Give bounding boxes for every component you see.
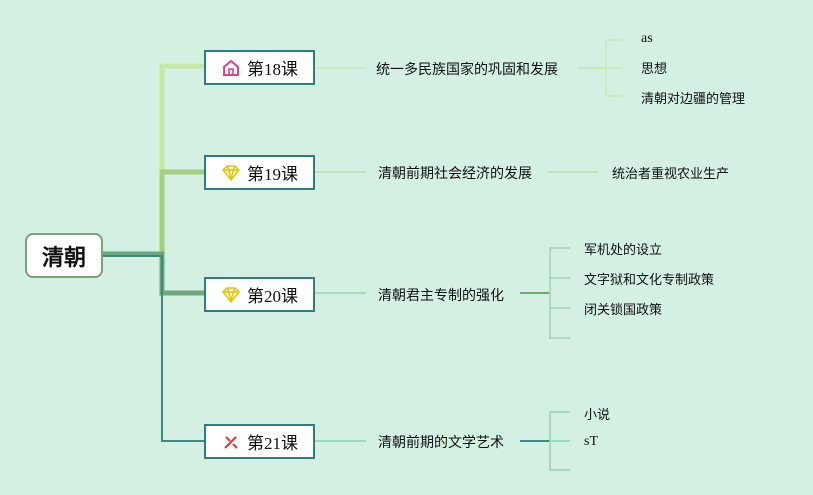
branch-20 [103,251,204,296]
branch-18 [103,63,204,257]
lesson-label: 第19课 [247,165,298,184]
lesson-node-20[interactable]: 第20课 [204,277,315,312]
item-18-2[interactable]: 思想 [641,61,668,77]
branch-21 [103,255,204,442]
lesson-label: 第18课 [247,60,298,79]
bracket-20 [549,247,570,339]
item-20-3[interactable]: 闭关锁国政策 [584,302,663,318]
bracket-21 [549,411,570,471]
topic-18[interactable]: 统一多民族国家的巩固和发展 [376,62,558,78]
diamond-icon [222,286,240,303]
topic-19[interactable]: 清朝前期社会经济的发展 [378,166,532,182]
item-18-1[interactable]: as [641,31,653,46]
item-20-2[interactable]: 文字狱和文化专制政策 [584,272,715,288]
lesson-node-18[interactable]: 第18课 [204,50,315,85]
branch-19 [103,169,204,257]
tools-icon [224,435,238,449]
lesson-node-21[interactable]: 第21课 [204,424,315,459]
topic-21[interactable]: 清朝前期的文学艺术 [378,435,504,451]
bracket-18 [605,39,622,97]
root-node[interactable]: 清朝 [25,233,103,278]
diamond-icon [222,164,240,181]
topic-20[interactable]: 清朝君主专制的强化 [378,288,504,304]
item-21-1[interactable]: 小说 [584,407,611,423]
lesson-label: 第20课 [247,287,298,306]
item-21-2[interactable]: sT [584,434,598,449]
item-18-3[interactable]: 清朝对边疆的管理 [641,91,746,107]
item-19-1[interactable]: 统治者重视农业生产 [612,166,730,182]
lesson-label: 第21课 [247,434,298,453]
item-20-1[interactable]: 军机处的设立 [584,242,663,258]
lesson-node-19[interactable]: 第19课 [204,155,315,190]
house-icon [223,59,239,76]
